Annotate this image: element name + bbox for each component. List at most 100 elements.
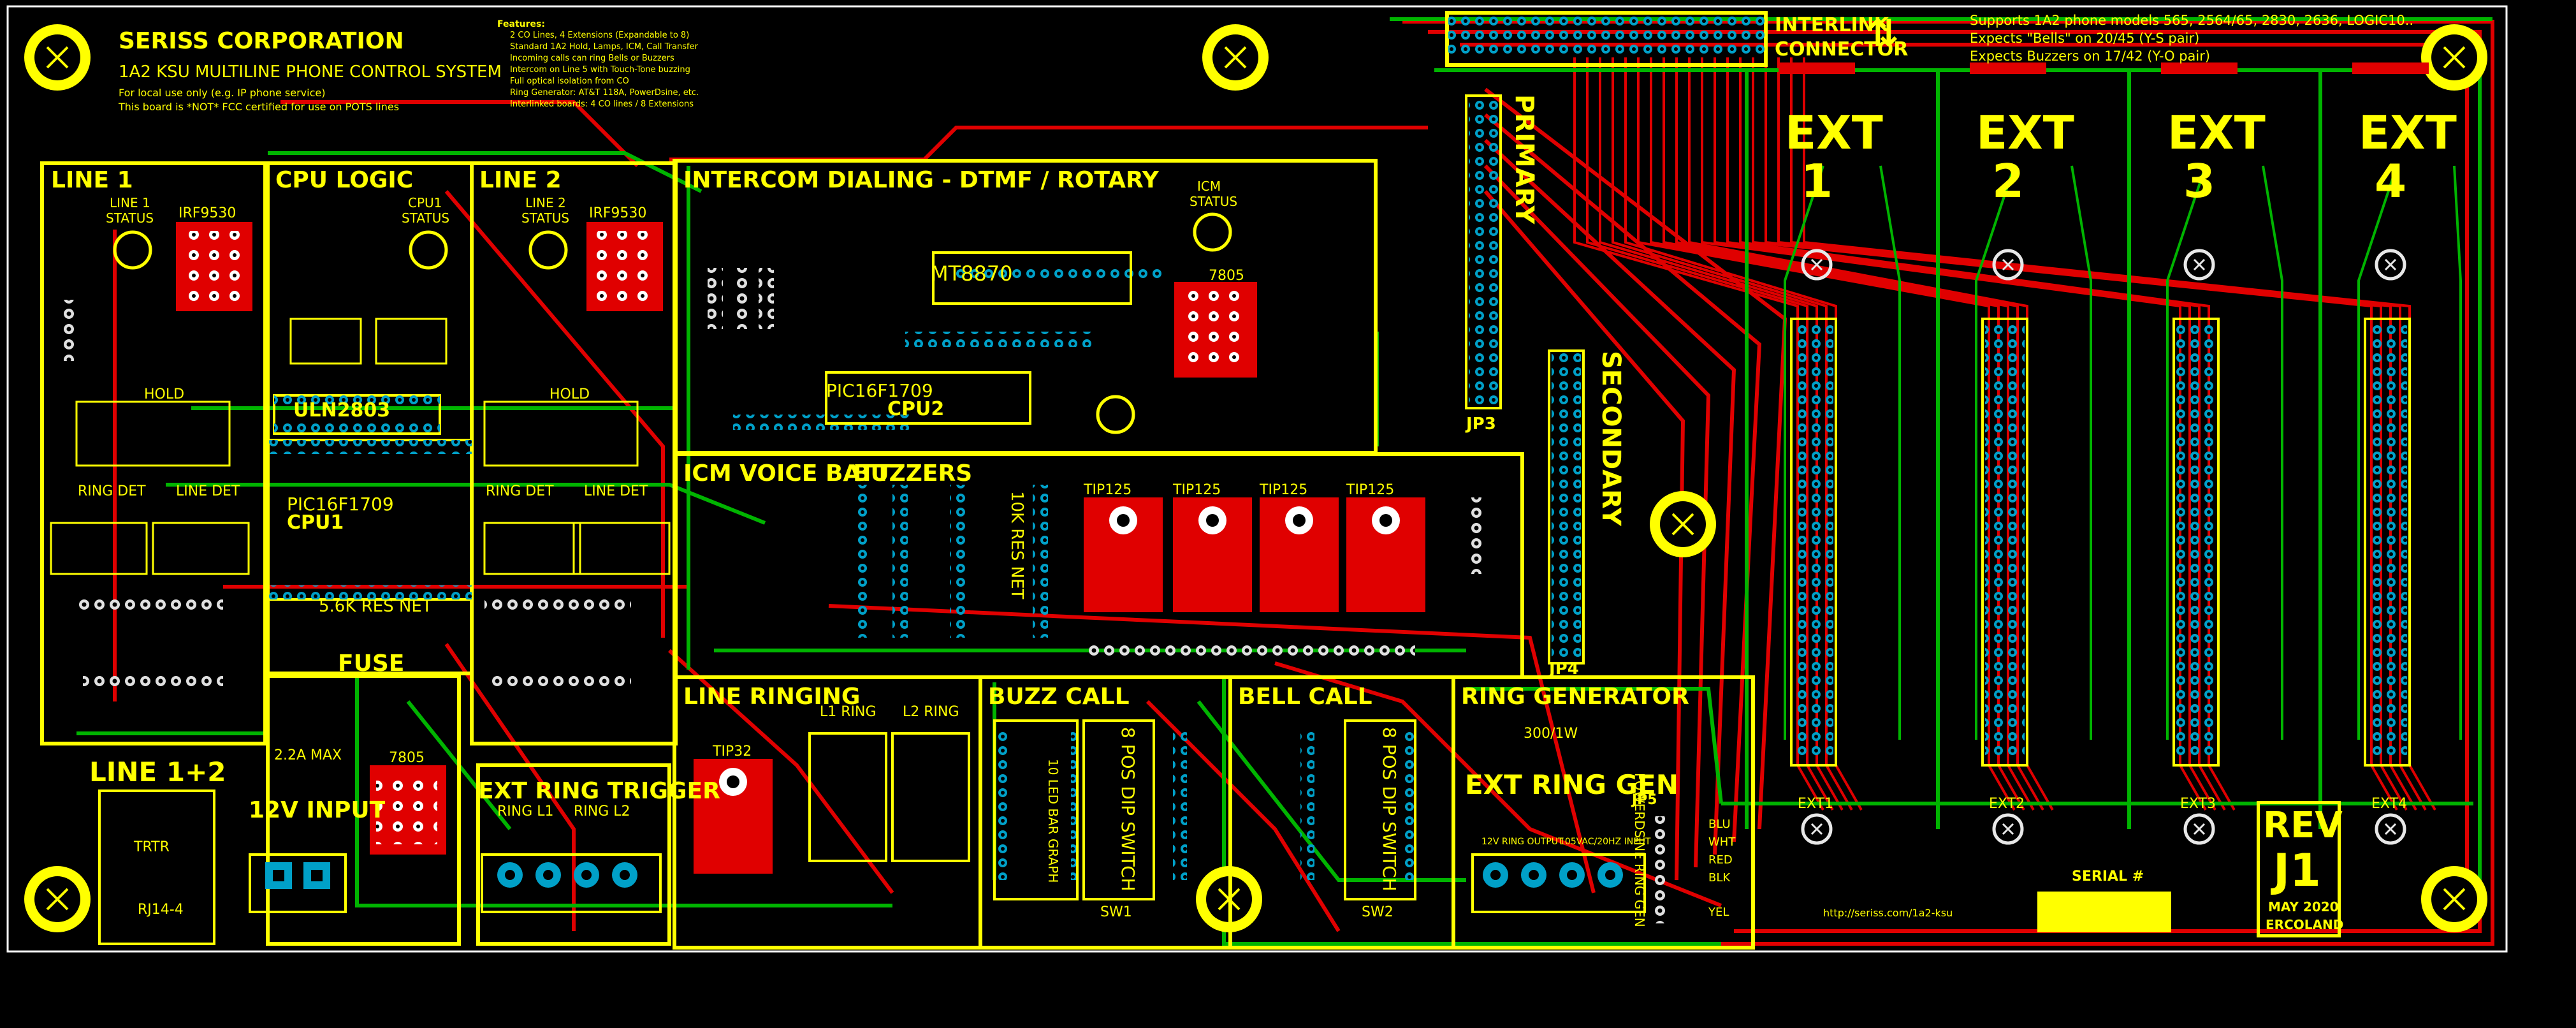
section-intercom: INTERCOM DIALING - DTMF / ROTARY xyxy=(683,167,1159,193)
wire-yel: YEL xyxy=(1708,906,1729,919)
line2-status-word: STATUS xyxy=(521,210,570,226)
wire-wht: WHT xyxy=(1708,835,1736,849)
resnet-cpu-label: 5.6K RES NET xyxy=(319,597,432,616)
feature-4: Intercom on Line 5 with Touch-Tone buzzi… xyxy=(510,65,690,75)
updown-arrow-icon: ⇅ xyxy=(1868,11,1899,55)
rj14-label: RJ14-4 xyxy=(138,902,184,918)
tip125-transistors xyxy=(1084,497,1425,612)
reg7805-main-label: 7805 xyxy=(389,750,425,766)
tip32-transistor xyxy=(694,759,773,874)
icm-status-label: ICM xyxy=(1197,179,1221,194)
section-cpu-logic: CPU LOGIC xyxy=(275,167,414,193)
reg7805-icm-label: 7805 xyxy=(1209,268,1244,284)
status-leds xyxy=(113,212,1232,434)
section-fuse: FUSE xyxy=(338,650,405,677)
note-2: This board is *NOT* FCC certified for us… xyxy=(119,101,400,113)
rev-box xyxy=(2257,801,2341,937)
mt8870-label: MT8870 xyxy=(931,261,1013,286)
serial-label: SERIAL # xyxy=(2072,869,2144,885)
rev-date: MAY 2020 xyxy=(2268,899,2339,914)
cpu2-label: CPU2 xyxy=(887,398,945,420)
reg7805-icm xyxy=(1174,282,1257,378)
dip-label-bell: 8 POS DIP SWITCH xyxy=(1379,727,1400,892)
line1-hold-label: HOLD xyxy=(144,386,185,402)
sw1-label: SW1 xyxy=(1100,904,1132,920)
ring-relays xyxy=(808,732,970,862)
cpu1-status-word: STATUS xyxy=(402,210,450,226)
uln2803-label: ULN2803 xyxy=(293,399,391,422)
l2-ring-label: L2 RING xyxy=(903,704,959,720)
cpu-optos xyxy=(289,318,448,365)
terminal-pads xyxy=(265,862,1623,889)
irf-mosfet-1 xyxy=(176,222,252,311)
powerdsine-label: POWERDSINE RING GEN xyxy=(1632,773,1647,927)
line2-ring-det: RING DET xyxy=(486,483,554,499)
cpu1-chip xyxy=(266,439,473,601)
line1-relay xyxy=(50,400,250,575)
line1-status-label: LINE 1 xyxy=(110,195,150,210)
feature-6: Ring Generator: AT&T 118A, PowerDsine, e… xyxy=(510,88,699,98)
line2-relay xyxy=(483,400,671,575)
ring-l1-label: RING L1 xyxy=(497,804,554,819)
ext-connector-pads xyxy=(1794,325,2407,759)
irf-label-1: IRF9530 xyxy=(178,205,236,221)
section-line2: LINE 2 xyxy=(479,167,562,193)
section-icm-voice: ICM VOICE BATT xyxy=(683,460,891,487)
resnet-buzz-label: 10K RES NET xyxy=(1007,491,1026,599)
ext4-connector-label: EXT4 xyxy=(2371,796,2408,812)
cpu1-label: CPU1 xyxy=(287,511,344,534)
feature-3: Incoming calls can ring Bells or Buzzers xyxy=(510,54,674,63)
feature-1: 2 CO Lines, 4 Extensions (Expandable to … xyxy=(510,31,690,40)
line1-ring-det: RING DET xyxy=(78,483,146,499)
company-name: SERISS CORPORATION xyxy=(119,28,404,54)
interlink-subtitle: CONNECTOR xyxy=(1775,38,1909,61)
supports-line-1: Supports 1A2 phone models 565, 2564/65, … xyxy=(1970,13,2414,28)
pic-cpu1-label: PIC16F1709 xyxy=(287,494,394,515)
feature-2: Standard 1A2 Hold, Lamps, ICM, Call Tran… xyxy=(510,42,698,52)
tip32-label: TIP32 xyxy=(713,744,752,760)
ring-l2-label: RING L2 xyxy=(574,804,630,819)
tip125-label-3: TIP125 xyxy=(1260,482,1308,498)
product-name: 1A2 KSU MULTILINE PHONE CONTROL SYSTEM xyxy=(119,62,502,82)
ring-input-label: 105VAC/20HZ INPUT xyxy=(1559,837,1651,847)
section-12v-input: 12V INPUT xyxy=(249,797,386,823)
wire-blk: BLK xyxy=(1708,871,1731,885)
ext-connectors xyxy=(1790,318,2411,767)
supports-line-3: Expects Buzzers on 17/42 (Y-O pair) xyxy=(1970,48,2211,64)
section-ext-ring-trigger: EXT RING TRIGGER xyxy=(478,778,720,804)
ledbar-label: 10 LED BAR GRAPH xyxy=(1045,759,1061,883)
res-300-label: 300/1W xyxy=(1524,726,1578,742)
rev-label: REV xyxy=(2263,805,2343,846)
trtr-label: TRTR xyxy=(134,839,170,855)
jp3-label: JP3 xyxy=(1466,415,1496,434)
secondary-label: SECONDARY xyxy=(1596,351,1626,526)
ext3-connector-label: EXT3 xyxy=(2180,796,2216,812)
line2-hold-label: HOLD xyxy=(549,386,590,402)
tip125-label-2: TIP125 xyxy=(1173,482,1221,498)
extension-fan-traces xyxy=(1573,57,2436,811)
jp5-label: JP5 xyxy=(1632,792,1657,808)
dip-label-buzz: 8 POS DIP SWITCH xyxy=(1117,727,1139,892)
primary-label: PRIMARY xyxy=(1510,94,1539,224)
fuse-max-label: 2.2A MAX xyxy=(274,747,342,763)
section-buzz-call: BUZZ CALL xyxy=(988,684,1130,710)
secondary-header xyxy=(1548,349,1585,665)
dip-switches xyxy=(993,719,1416,900)
pic-cpu2 xyxy=(825,251,1132,425)
wire-blu: BLU xyxy=(1708,818,1731,831)
extension-green-fan xyxy=(1784,165,2462,740)
feature-7: Interlinked boards: 4 CO lines / 8 Exten… xyxy=(510,99,694,109)
ext1-connector-label: EXT1 xyxy=(1798,796,1834,812)
ext2-connector-label: EXT2 xyxy=(1989,796,2025,812)
supports-line-2: Expects "Bells" on 20/45 (Y-S pair) xyxy=(1970,31,2200,46)
footer-url: http://seriss.com/1a2-ksu xyxy=(1823,907,1953,919)
line1-line-det: LINE DET xyxy=(176,483,240,499)
section-line12: LINE 1+2 xyxy=(89,756,226,788)
jp4-label: JP4 xyxy=(1549,659,1579,679)
rev-author: ERCOLAND xyxy=(2266,917,2344,932)
irf-label-2: IRF9530 xyxy=(589,205,647,221)
